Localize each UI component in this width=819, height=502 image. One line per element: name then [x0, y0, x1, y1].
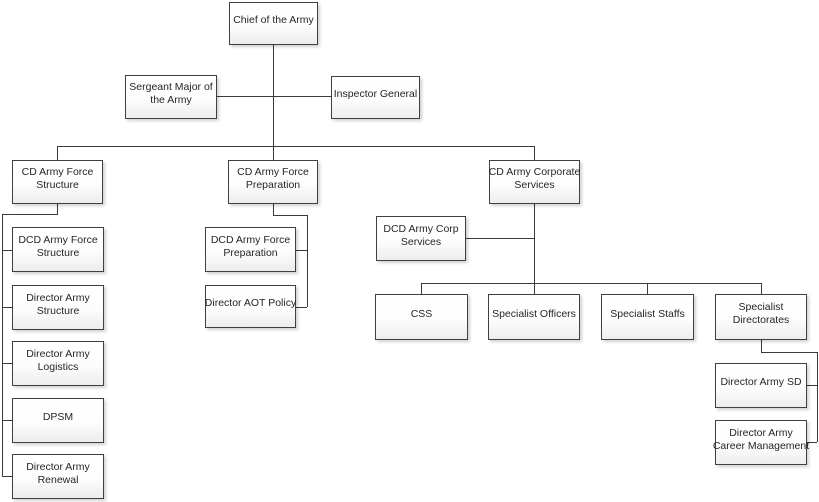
node-director-army-logistics-label: Director Army Logistics	[26, 347, 90, 373]
connector-drop-spec-officers	[534, 283, 535, 294]
node-director-army-career-management: Director Army Career Management	[712, 420, 810, 465]
node-director-army-structure: Director Army Structure	[12, 285, 104, 330]
node-specialist-staffs-label: Specialist Staffs	[610, 307, 685, 320]
node-sergeant-major-label: Sergeant Major of the Army	[129, 81, 213, 106]
node-dcd-army-force-preparation: DCD Army Force Preparation	[205, 227, 296, 272]
connector-level3-bar	[57, 146, 535, 147]
node-css-label: CSS	[410, 307, 433, 320]
connector-acs-trunk	[534, 204, 535, 283]
connector-stub-dir-sd	[807, 385, 817, 386]
node-dcd-army-corp-services: DCD Army Corp Services	[376, 216, 466, 261]
connector-drop-css	[421, 283, 422, 294]
connector-afp-elbow	[273, 215, 308, 216]
connector-specdir-elbow	[761, 352, 818, 353]
node-director-aot-policy-label: Director AOT Policy	[204, 297, 297, 309]
node-dcd-army-force-structure-label: DCD Army Force Structure	[18, 233, 98, 259]
connector-drop-spec-dir	[761, 283, 762, 294]
node-dcd-army-force-preparation-label: DCD Army Force Preparation	[210, 233, 291, 259]
connector-drop-spec-staffs	[647, 283, 648, 294]
node-cd-army-force-structure: CD Army Force Structure	[12, 160, 103, 204]
connector-afs-elbow	[2, 214, 58, 215]
connector-level2-bar	[217, 96, 331, 97]
connector-stub-dcd-afp	[296, 250, 307, 251]
node-specialist-directorates-label: Specialist Directorates	[732, 301, 790, 326]
node-css: CSS	[375, 294, 468, 340]
node-inspector-general: Inspector General	[331, 76, 420, 119]
node-director-army-sd-label: Director Army SD	[720, 376, 802, 388]
node-director-aot-policy: Director AOT Policy	[205, 285, 296, 328]
connector-drop-cd-acs	[534, 146, 535, 160]
connector-stub-dir-career	[807, 442, 817, 443]
connector-stub-dir-renewal	[2, 476, 12, 477]
node-sergeant-major: Sergeant Major of the Army	[125, 75, 217, 119]
connector-stub-dcd-afs	[2, 250, 12, 251]
connector-stub-dir-aot	[296, 307, 307, 308]
node-director-army-logistics: Director Army Logistics	[12, 341, 104, 386]
node-director-army-structure-label: Director Army Structure	[26, 291, 90, 317]
node-specialist-officers-label: Specialist Officers	[492, 307, 576, 320]
node-specialist-directorates: Specialist Directorates	[715, 294, 807, 340]
connector-afp-rail	[307, 215, 308, 307]
connector-drop-cd-afs	[57, 146, 58, 160]
node-cd-army-force-preparation: CD Army Force Preparation	[228, 160, 318, 204]
connector-stub-dpsm	[2, 420, 12, 421]
node-specialist-staffs: Specialist Staffs	[601, 294, 694, 340]
node-dcd-army-corp-services-label: DCD Army Corp Services	[383, 222, 459, 248]
node-cd-army-force-preparation-label: CD Army Force Preparation	[237, 166, 309, 191]
node-cd-army-corporate-services: CD Army Corporate Services	[489, 160, 580, 204]
node-chief-of-the-army: Chief of the Army	[229, 2, 318, 45]
node-cd-army-force-structure-label: CD Army Force Structure	[21, 166, 94, 191]
node-director-army-renewal-label: Director Army Renewal	[26, 460, 90, 486]
node-dpsm: DPSM	[12, 398, 104, 443]
connector-afs-rail	[2, 214, 3, 476]
node-cd-army-corporate-services-label: CD Army Corporate Services	[488, 166, 581, 191]
node-director-army-sd: Director Army SD	[715, 363, 807, 408]
node-dcd-army-force-structure: DCD Army Force Structure	[12, 227, 104, 272]
node-chief-of-the-army-label: Chief of the Army	[233, 14, 314, 26]
node-director-army-career-management-label: Director Army Career Management	[712, 426, 810, 452]
connector-chief-trunk	[273, 45, 274, 160]
connector-specdir-drop	[761, 340, 762, 352]
node-inspector-general-label: Inspector General	[333, 88, 418, 100]
connector-afp-drop	[273, 204, 274, 215]
connector-afs-drop	[57, 204, 58, 214]
connector-stub-dcd-corp	[466, 238, 534, 239]
node-director-army-renewal: Director Army Renewal	[12, 454, 104, 499]
node-specialist-officers: Specialist Officers	[488, 294, 580, 340]
connector-stub-dir-logistics	[2, 363, 12, 364]
node-dpsm-label: DPSM	[42, 411, 74, 423]
connector-stub-dir-structure	[2, 307, 12, 308]
connector-specdir-rail	[817, 352, 818, 442]
connector-level4-bar	[421, 283, 761, 284]
